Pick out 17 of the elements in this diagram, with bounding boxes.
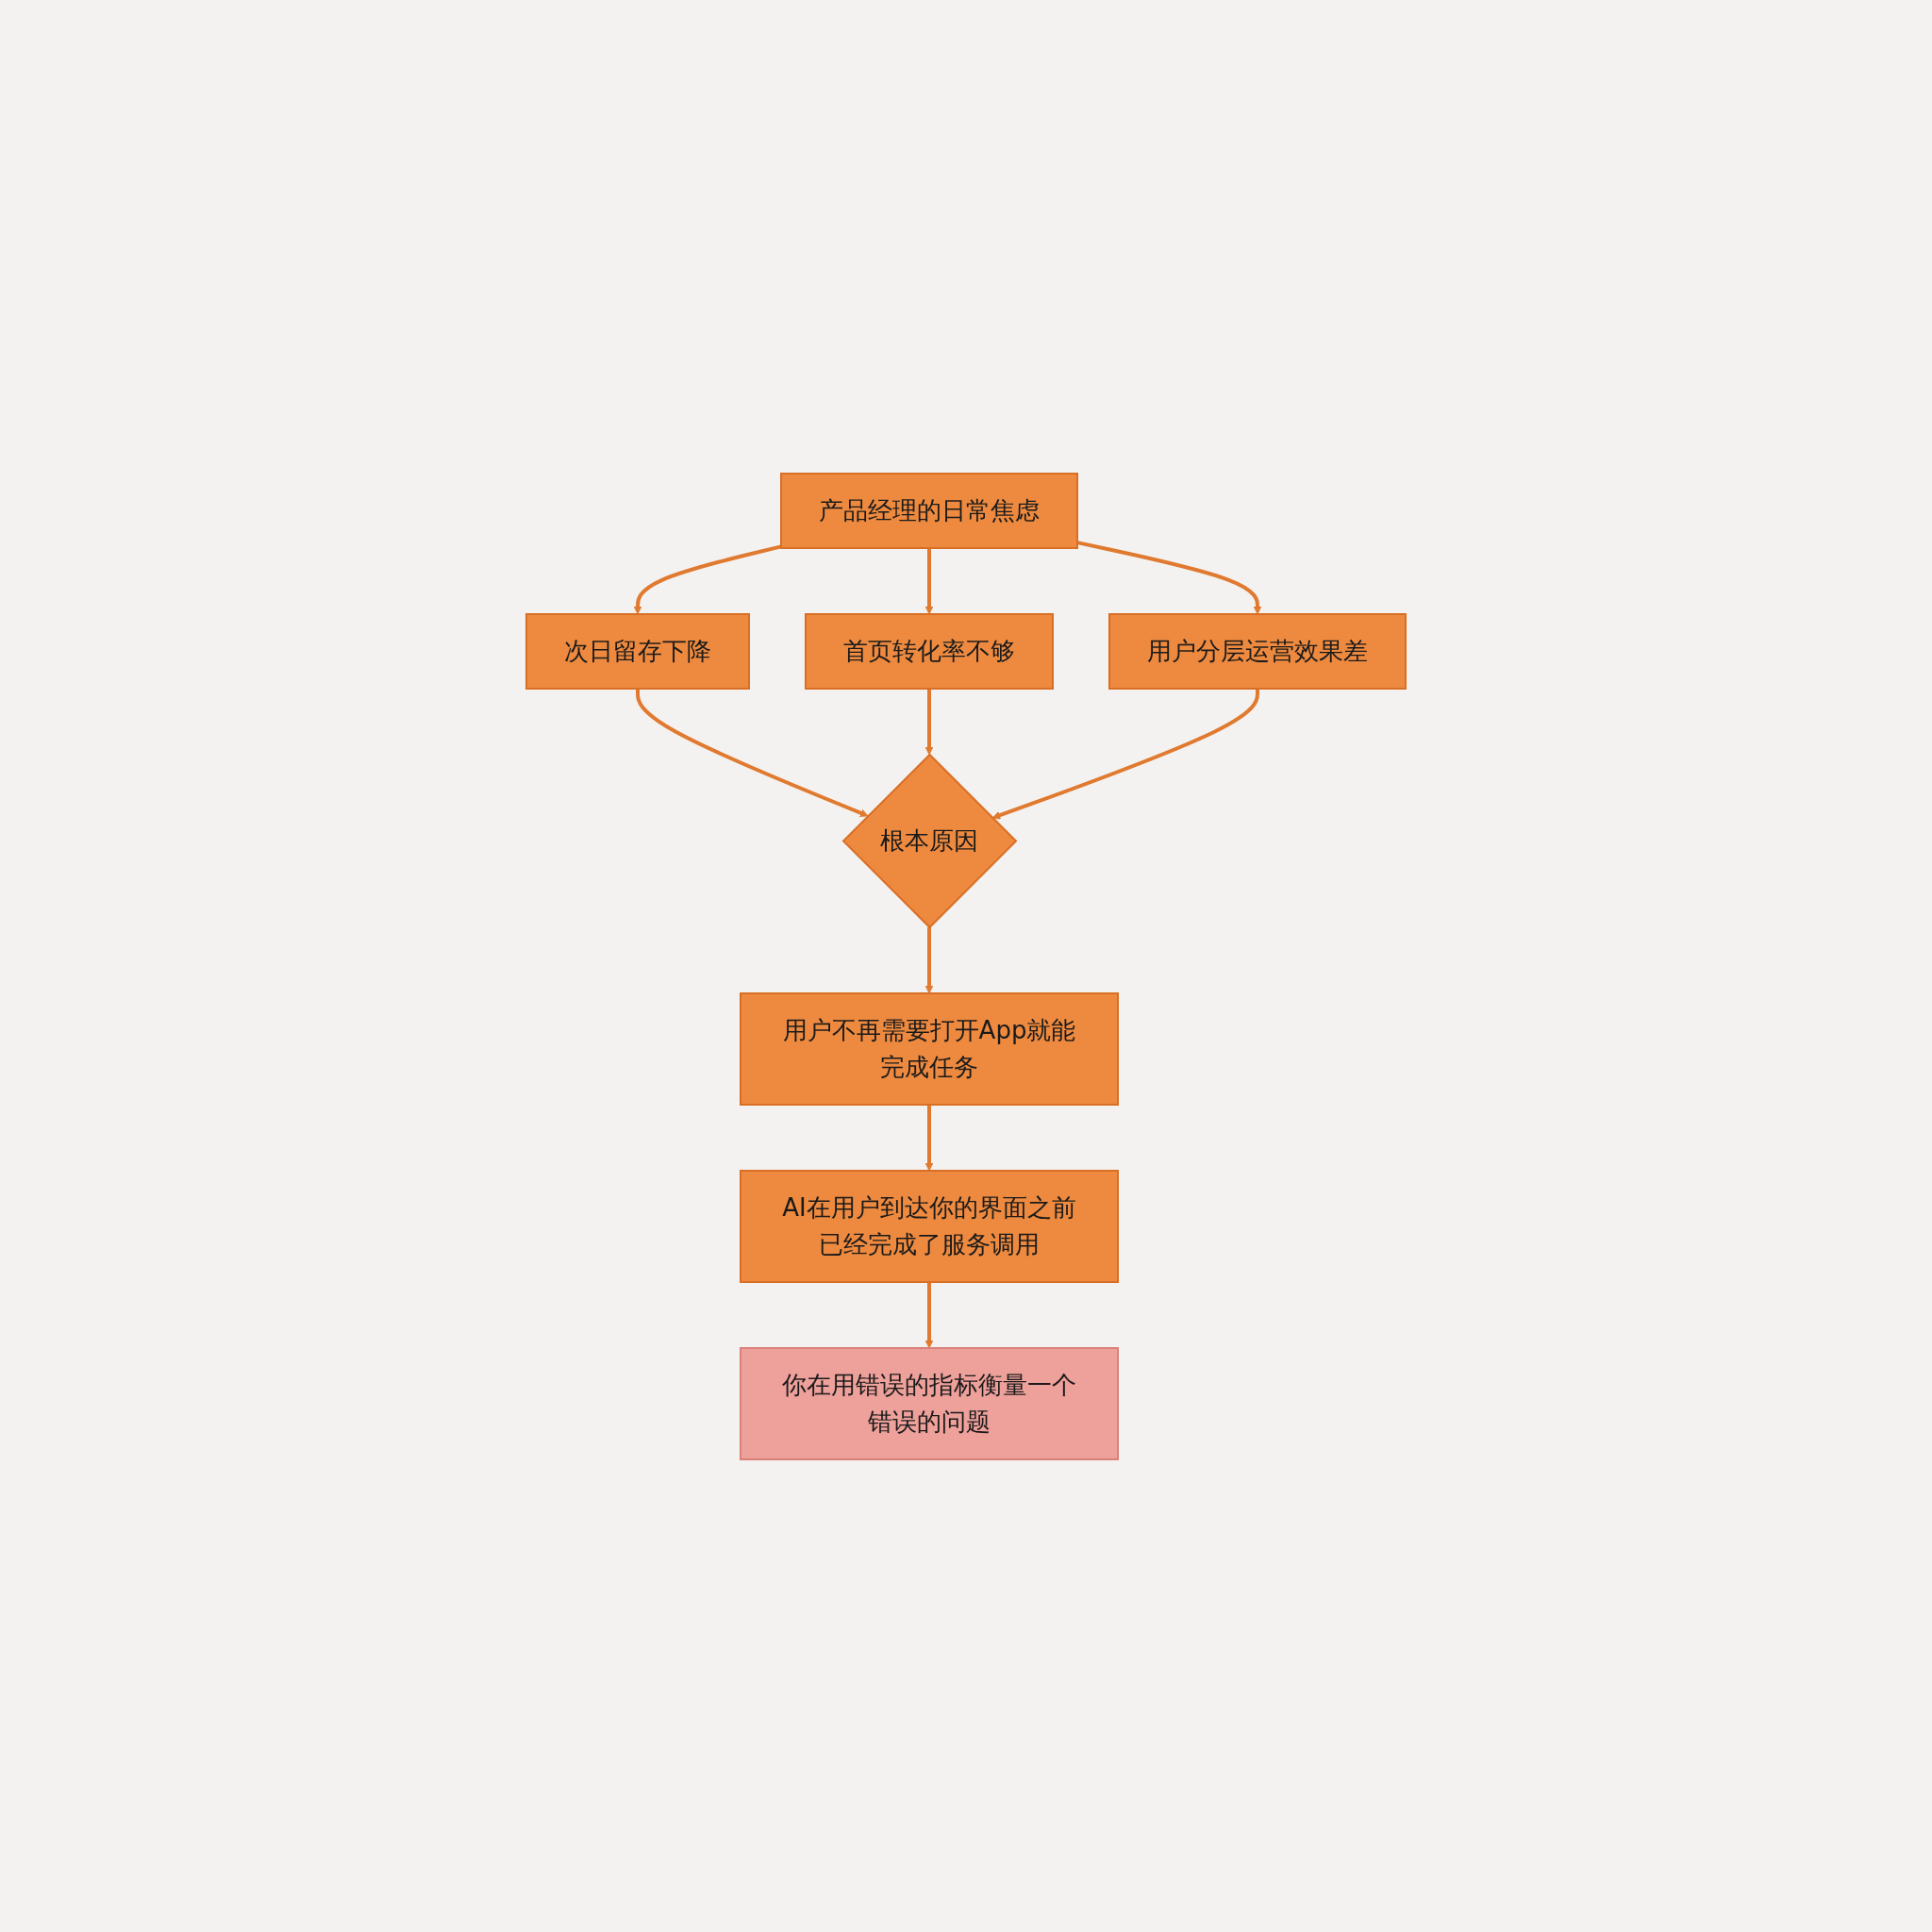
arrow	[633, 543, 782, 614]
arrow	[924, 688, 934, 755]
node-box: AI在用户到达你的界面之前已经完成了服务调用	[740, 1169, 1119, 1283]
node-box: 用户分层运营效果差	[1108, 612, 1407, 690]
arrow	[924, 926, 934, 993]
arrow	[1076, 540, 1262, 614]
node-box: 次日留存下降	[525, 612, 750, 690]
node-diamond: 根本原因	[841, 753, 1018, 928]
node-box: 你在用错误的指标衡量一个错误的问题	[740, 1346, 1119, 1460]
node-box: 首页转化率不够	[805, 612, 1054, 690]
arrow	[924, 547, 934, 614]
arrow	[924, 1281, 934, 1348]
arrow	[636, 688, 869, 817]
node-box: 产品经理的日常焦虑	[780, 472, 1078, 549]
node-box: 用户不再需要打开App就能完成任务	[740, 991, 1119, 1106]
arrow	[991, 688, 1259, 820]
arrow	[924, 1104, 934, 1171]
